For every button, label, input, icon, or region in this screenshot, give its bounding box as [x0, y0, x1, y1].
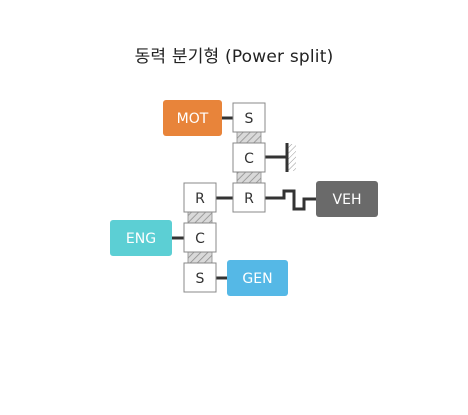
gear-ring-2: R [183, 182, 217, 213]
gear-sun-2-label: S [196, 271, 205, 287]
gear-carrier-2-label: C [195, 231, 205, 247]
gear-mesh-c2-s2 [187, 251, 213, 264]
gear-sun-2: S [183, 262, 217, 293]
gear-mesh-c1-r1 [236, 171, 262, 184]
motor-label: MOT [177, 111, 209, 127]
gear-mesh-s1-c1 [236, 131, 262, 144]
gear-ring-1-label: R [244, 191, 254, 207]
motor-block: MOT [163, 100, 222, 136]
gear-carrier-1: C [232, 142, 266, 173]
gear-ring-2-label: R [195, 191, 205, 207]
engine-block: ENG [110, 220, 172, 256]
generator-block: GEN [227, 260, 288, 296]
gear-carrier-1-label: C [244, 151, 254, 167]
ground-hatch [287, 144, 296, 171]
gear-mesh-r2-c2 [187, 211, 213, 224]
gear-carrier-2: C [183, 222, 217, 253]
engine-label: ENG [126, 231, 156, 247]
diagram-title: 동력 분기형 (Power split) [134, 47, 334, 67]
gear-sun-1-label: S [245, 111, 254, 127]
gear-sun-1: S [232, 102, 266, 133]
vehicle-label: VEH [333, 192, 362, 208]
generator-label: GEN [242, 271, 272, 287]
gear-ring-1: R [232, 182, 266, 213]
vehicle-block: VEH [316, 181, 378, 217]
ring-to-veh-shaft [265, 189, 316, 211]
